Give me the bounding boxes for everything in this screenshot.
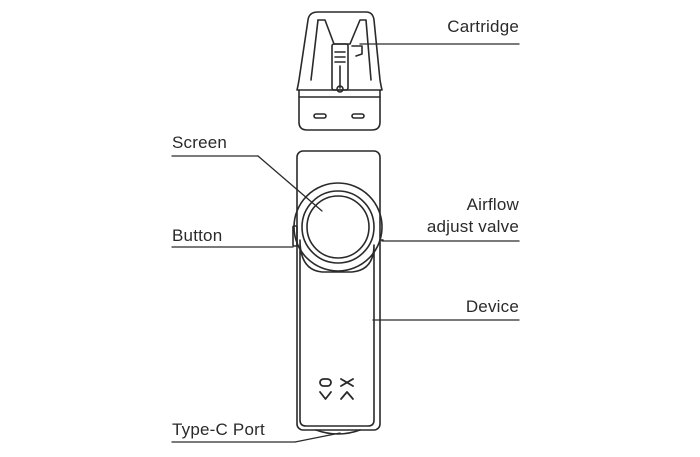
leader-screen-diagonal: [257, 155, 323, 212]
label-type-c-port: Type-C Port: [172, 420, 265, 439]
device-body-outline: [296, 150, 381, 431]
label-button: Button: [172, 226, 223, 245]
leader-type-c-diagonal: [294, 432, 341, 443]
device-front-panel: [299, 239, 375, 427]
device-body-drawing: [292, 150, 384, 435]
screen-ring-outer: [293, 182, 383, 272]
cartridge-chimney: [331, 43, 349, 91]
cartridge-outline: [296, 11, 383, 131]
cartridge-slot-left: [313, 113, 327, 119]
cartridge-slot-right: [351, 113, 365, 119]
side-button: [292, 225, 298, 247]
label-airflow-adjust-valve: Airflow adjust valve: [427, 194, 519, 238]
label-cartridge: Cartridge: [447, 17, 519, 36]
screen-display: [306, 195, 370, 259]
label-screen: Screen: [172, 133, 228, 152]
screen-ring-mid: [301, 190, 375, 264]
brand-logo: [319, 378, 354, 400]
label-airflow-line1: Airflow: [466, 195, 519, 214]
label-device: Device: [465, 297, 519, 316]
cartridge-inner-shell: [317, 19, 372, 81]
label-airflow-line2: adjust valve: [426, 217, 519, 236]
leader-lines: [171, 43, 520, 443]
cartridge-drawing: [296, 11, 383, 131]
